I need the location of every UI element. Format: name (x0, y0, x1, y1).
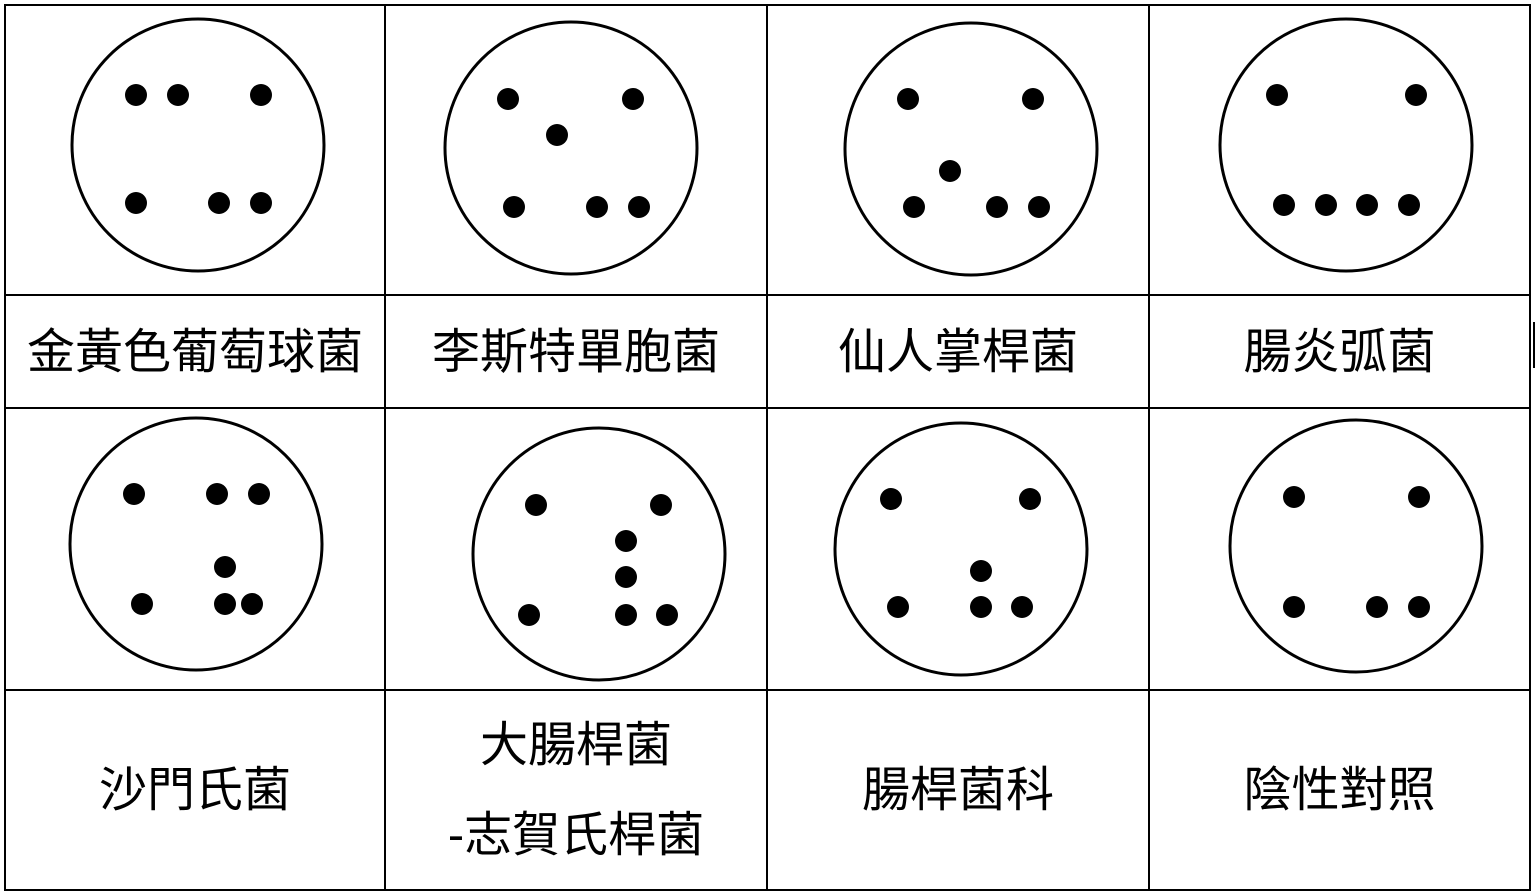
plate-label-7-line-1: 腸桿菌科 (861, 762, 1054, 818)
plate-7 (833, 421, 1089, 677)
plate-label-6: 大腸桿菌 -志賀氏桿菌 (385, 690, 767, 890)
plate-3-dot-5 (986, 196, 1008, 218)
plate-6 (471, 426, 727, 682)
plate-label-2: 李斯特單胞菌 (385, 295, 767, 408)
plate-1-dot-1 (125, 84, 147, 106)
plate-6-dot-3 (615, 530, 637, 552)
plate-label-5-line-1: 沙門氏菌 (98, 762, 291, 818)
plate-label-3-line-1: 仙人掌桿菌 (837, 323, 1078, 380)
plate-6-dot-6 (615, 604, 637, 626)
plate-7-dot-6 (1011, 596, 1033, 618)
plate-6-dot-4 (615, 566, 637, 588)
plate-5-dot-3 (248, 483, 270, 505)
plate-label-8-line-1: 陰性對照 (1243, 762, 1436, 818)
plate-7-dot-4 (887, 596, 909, 618)
plate-6-dot-2 (650, 494, 672, 516)
plate-2-dot-1 (497, 88, 519, 110)
plate-label-1-line-1: 金黃色葡萄球菌 (26, 323, 363, 380)
plate-8-dot-4 (1366, 596, 1388, 618)
plate-label-8: 陰性對照 (1149, 690, 1530, 890)
plate-2-circle (443, 20, 699, 276)
plate-3-dot-2 (1022, 88, 1044, 110)
plate-3-dot-6 (1028, 196, 1050, 218)
plate-4-dot-5 (1356, 194, 1378, 216)
plate-label-5: 沙門氏菌 (5, 690, 385, 890)
plate-2-dot-4 (503, 196, 525, 218)
plate-3-dot-1 (897, 88, 919, 110)
plate-2-dot-3 (546, 124, 568, 146)
plate-8-circle (1228, 418, 1484, 674)
plate-1 (70, 17, 326, 273)
plate-label-1: 金黃色葡萄球菌 (5, 295, 385, 408)
plate-2 (443, 20, 699, 276)
plate-1-dot-5 (208, 192, 230, 214)
plate-5-dot-4 (214, 556, 236, 578)
plate-5-dot-7 (241, 593, 263, 615)
plate-2-dot-5 (586, 196, 608, 218)
plate-label-4-line-1: 腸炎弧菌 (1243, 323, 1436, 380)
plate-4-circle (1218, 17, 1474, 273)
plate-4-dot-1 (1266, 84, 1288, 106)
plate-8-dot-3 (1283, 596, 1305, 618)
plate-5-dot-1 (123, 483, 145, 505)
plate-7-dot-5 (970, 596, 992, 618)
plate-label-2-line-1: 李斯特單胞菌 (431, 323, 720, 380)
plate-8-dot-1 (1283, 486, 1305, 508)
plate-4-dot-4 (1315, 194, 1337, 216)
plate-5-dot-5 (131, 593, 153, 615)
plate-1-dot-4 (125, 192, 147, 214)
plate-label-6-line-1: 大腸桿菌 (479, 717, 672, 773)
plate-7-dot-2 (1019, 488, 1041, 510)
plate-1-circle (70, 17, 326, 273)
plate-5-dot-2 (206, 483, 228, 505)
plate-5-dot-6 (214, 593, 236, 615)
plate-5-circle (68, 416, 324, 672)
plate-7-circle (833, 421, 1089, 677)
plate-7-dot-1 (880, 488, 902, 510)
plate-3-dot-4 (903, 196, 925, 218)
plates-layer (68, 17, 1484, 682)
table-borders (4, 4, 1535, 891)
plate-3 (843, 21, 1099, 277)
plate-7-dot-3 (970, 560, 992, 582)
plate-6-dot-5 (518, 604, 540, 626)
plate-label-3: 仙人掌桿菌 (767, 295, 1149, 408)
plate-label-4: 腸炎弧菌 (1149, 295, 1530, 408)
plate-label-6-line-2: -志賀氏桿菌 (447, 807, 705, 863)
plate-8-dot-2 (1408, 486, 1430, 508)
plate-3-circle (843, 21, 1099, 277)
plate-label-7: 腸桿菌科 (767, 690, 1149, 890)
plate-1-dot-3 (250, 84, 272, 106)
plate-2-dot-2 (622, 88, 644, 110)
plate-5 (68, 416, 324, 672)
plate-4-dot-3 (1273, 194, 1295, 216)
plate-2-dot-6 (628, 196, 650, 218)
plate-3-dot-3 (939, 160, 961, 182)
plate-8 (1228, 418, 1484, 674)
plate-4 (1218, 17, 1474, 273)
plate-4-dot-2 (1405, 84, 1427, 106)
plate-4-dot-6 (1398, 194, 1420, 216)
plate-8-dot-5 (1408, 596, 1430, 618)
plate-6-dot-7 (656, 604, 678, 626)
plate-1-dot-2 (167, 84, 189, 106)
plate-6-circle (471, 426, 727, 682)
plate-6-dot-1 (525, 494, 547, 516)
plate-1-dot-6 (250, 192, 272, 214)
